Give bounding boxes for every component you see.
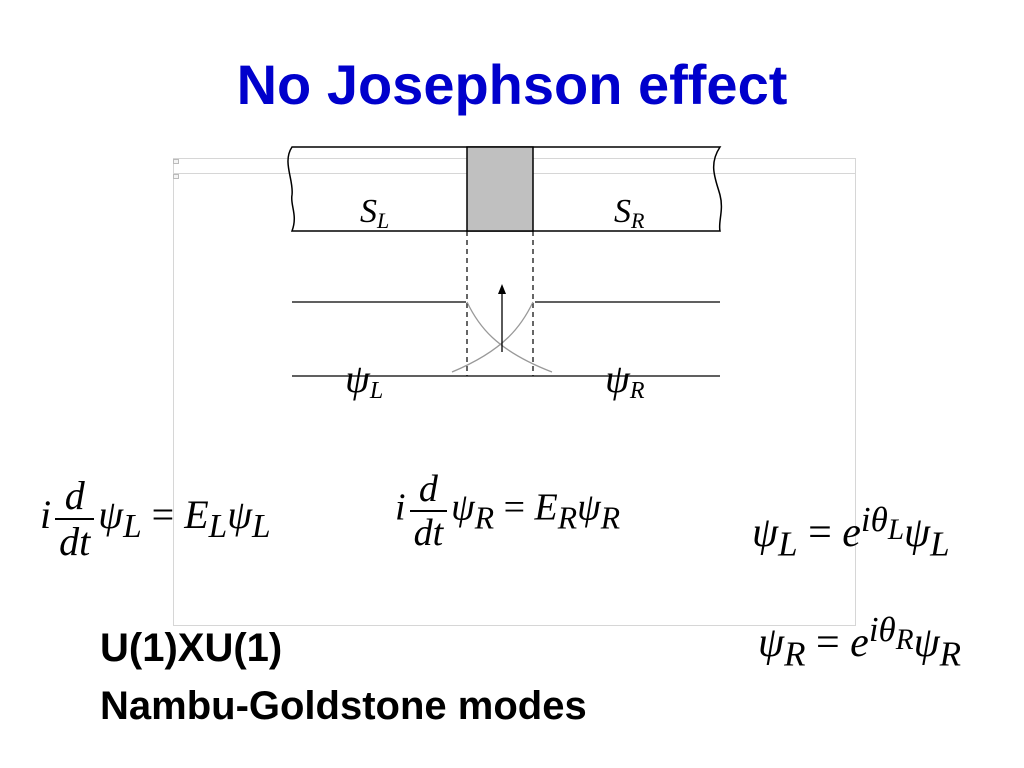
label-psi-right: ψR [605,356,645,404]
broken-image-icon [173,174,179,179]
insulating-barrier [466,146,534,232]
phase-relation-left: ψL = eiθLψL [752,500,950,564]
phase-relation-right: ψR = eiθRψR [758,610,962,674]
modes-label: Nambu-Goldstone modes [100,684,587,728]
slide-title: No Josephson effect [236,53,788,116]
label-s-left: SL [360,193,389,233]
symmetry-label: U(1)XU(1) [100,626,283,670]
arrow-head-icon [498,284,506,294]
label-psi-left: ψL [345,356,383,404]
wavefunction-tail-left [466,301,553,373]
superconductor-slab [287,146,723,232]
wavefunction-tail-right [451,301,534,373]
label-s-right: SR [614,193,645,233]
broken-image-icon [173,159,179,164]
